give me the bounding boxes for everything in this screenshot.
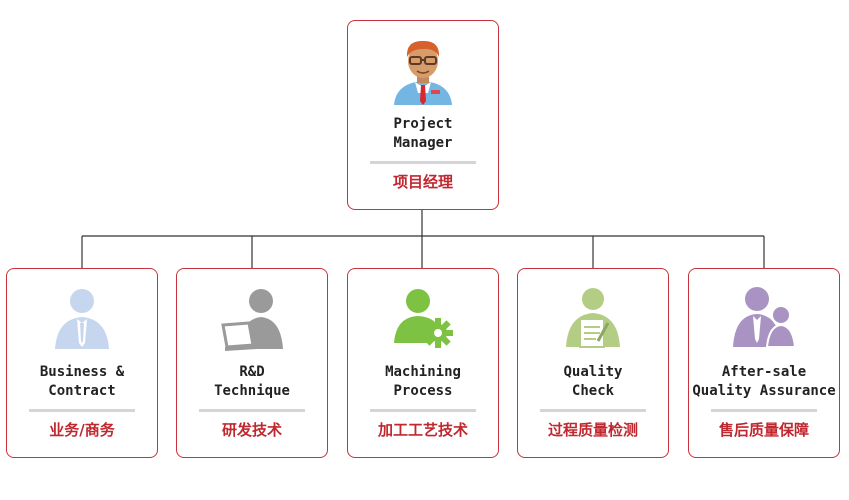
user-gear-icon [348,283,498,353]
divider [540,409,646,412]
business-title-zh: 业务/商务 [49,421,115,439]
laptop-user-icon [177,283,327,353]
quality-check-icon [518,283,668,353]
business-contract-card: Business &Contract 业务/商务 [6,268,158,458]
businessman-icon [7,283,157,353]
divider [370,161,476,164]
divider [29,409,135,412]
divider [711,409,817,412]
divider [370,409,476,412]
user-group-icon [689,283,839,353]
business-title-en: Business &Contract [39,364,125,399]
aftersale-title-zh: 售后质量保障 [718,421,809,439]
quality-title-zh: 过程质量检测 [547,421,638,439]
machining-title-zh: 加工工艺技术 [377,421,468,439]
manager-icon [348,35,498,105]
rnd-title-zh: 研发技术 [221,421,282,439]
manager-title-zh: 项目经理 [392,173,453,191]
divider [199,409,305,412]
